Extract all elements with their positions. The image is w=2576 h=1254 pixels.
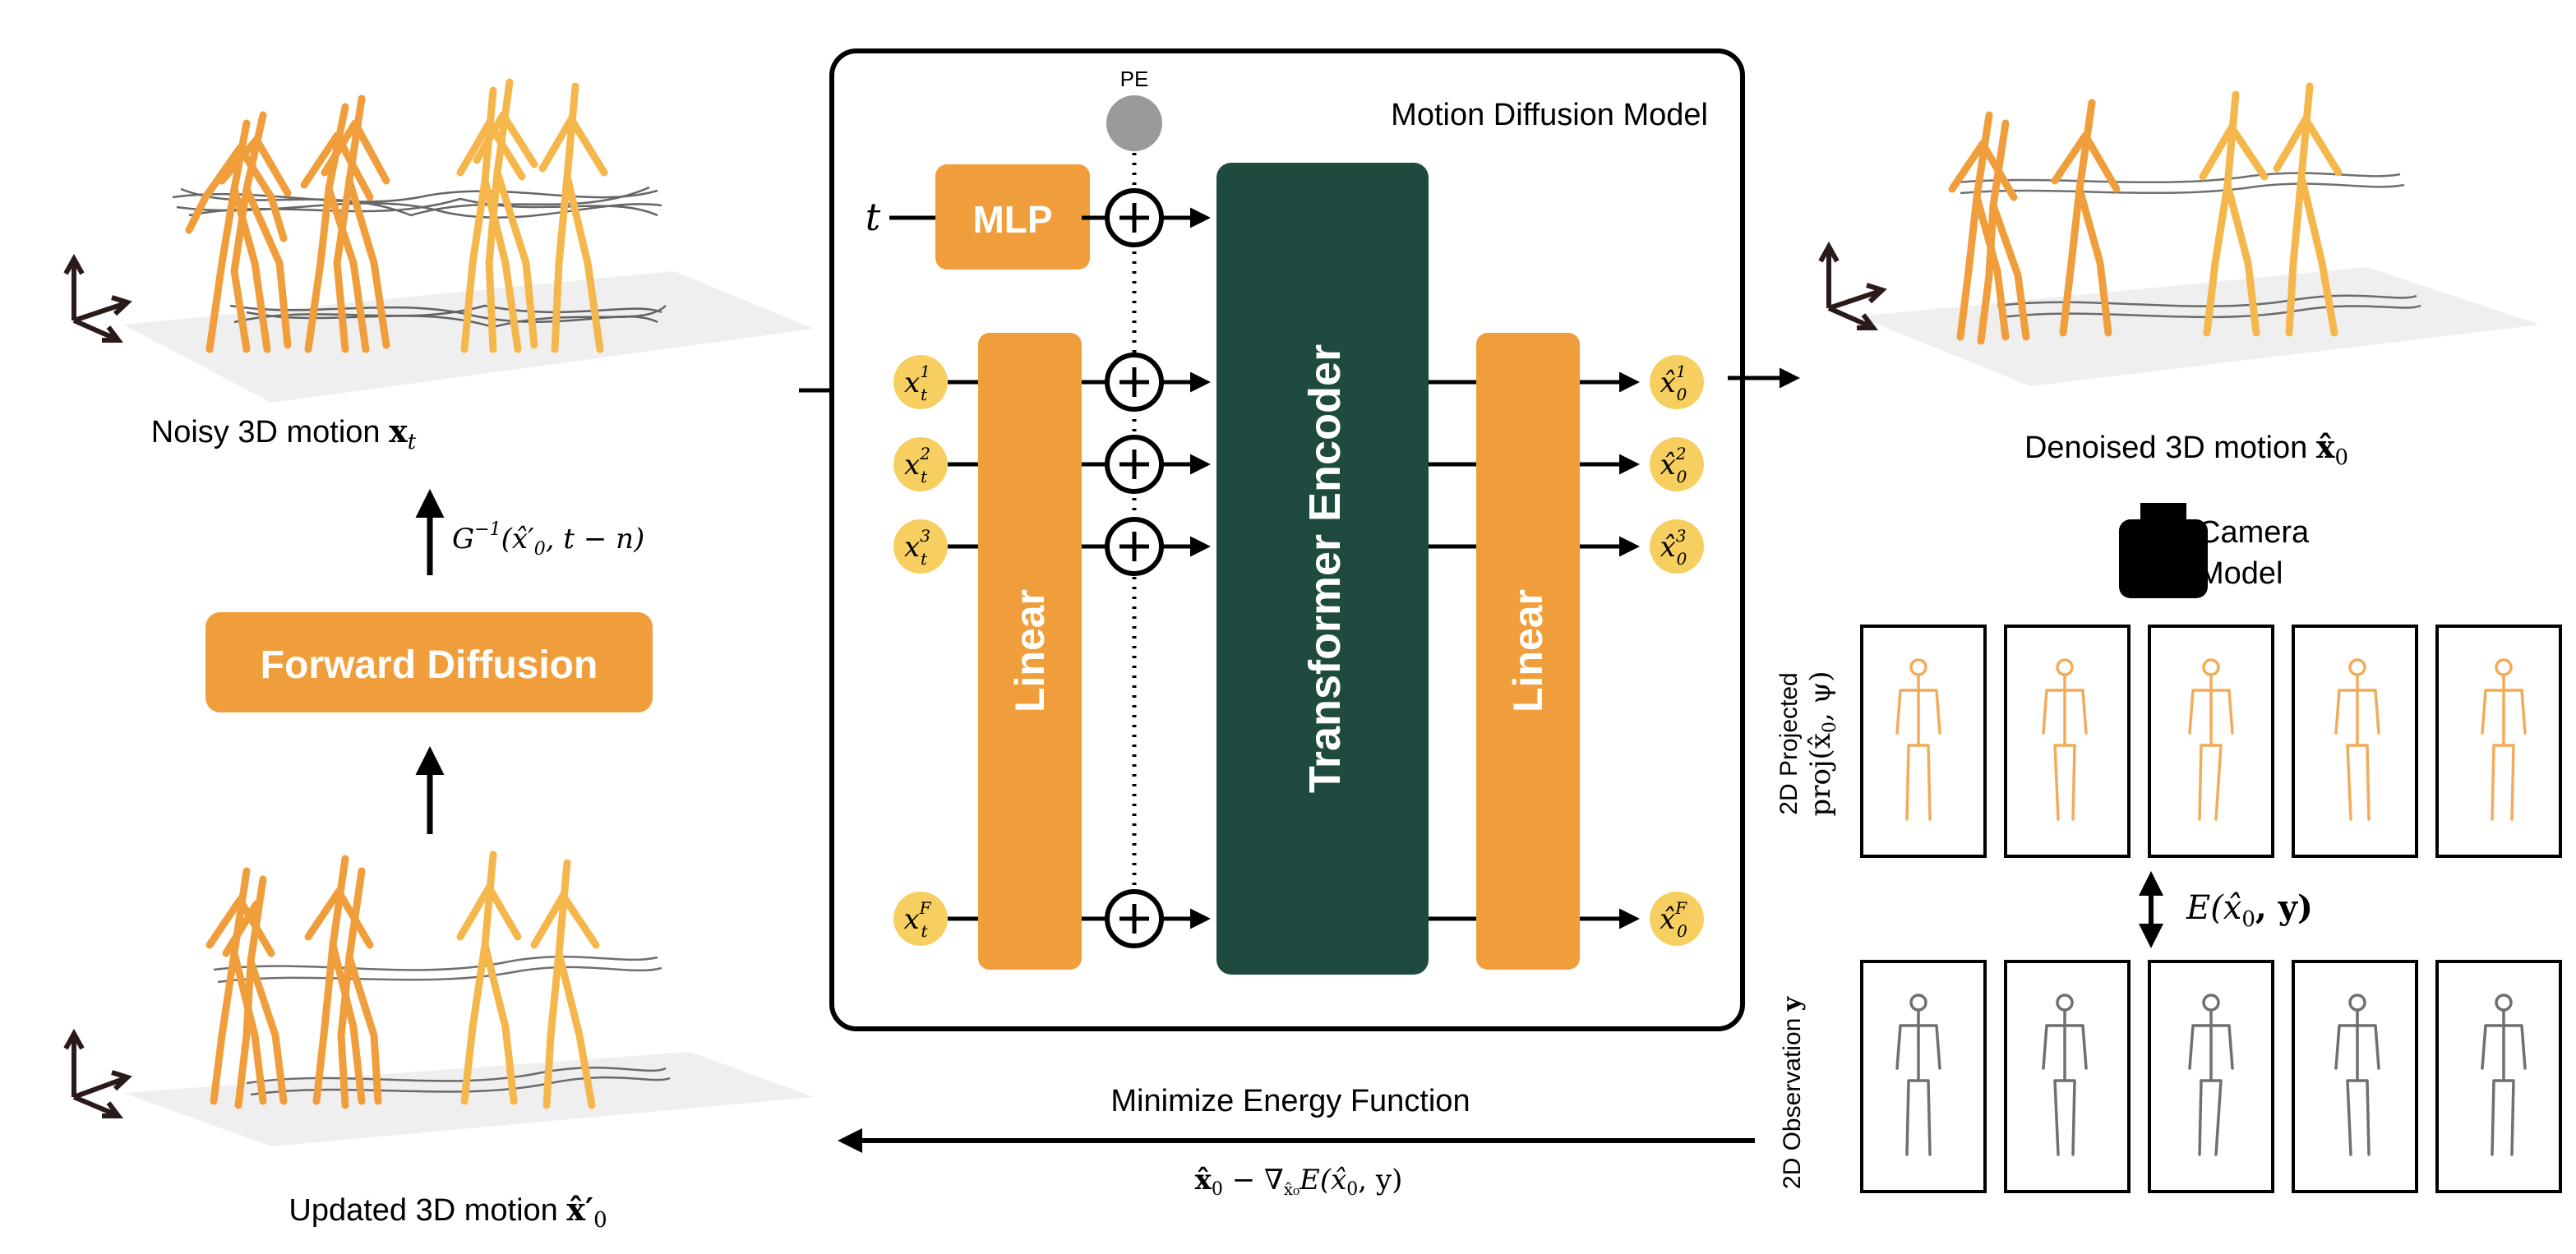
- forward-diffusion-block: Forward Diffusion: [205, 612, 653, 712]
- skeleton-icon: [2481, 994, 2527, 1156]
- svg-text:x1t: x1t: [904, 362, 930, 404]
- pe-label: PE: [1120, 67, 1149, 91]
- svg-text:x2t: x2t: [904, 444, 930, 486]
- skeleton-frame: [2004, 960, 2131, 1193]
- linear-input-label: Linear: [1007, 589, 1053, 712]
- skeleton-frame: [2435, 625, 2562, 858]
- camera-label-line2: Model: [2198, 556, 2283, 591]
- plus-node-icon: [1082, 517, 1211, 576]
- skeleton-icon: [2188, 994, 2234, 1156]
- updated-caption: Updated 3D motion x̂′0: [289, 1191, 607, 1233]
- skeleton-icon: [2042, 994, 2088, 1156]
- observation-label: 2D Observation y: [1778, 995, 1807, 1189]
- observation-side-label: 2D Observation y: [1778, 995, 1807, 1189]
- axes-icon: [63, 1028, 132, 1118]
- update-formula: x̂0 − ∇x̂₀E(x̂0, y): [1195, 1164, 1403, 1200]
- denoised-caption: Denoised 3D motion x̂0: [2024, 428, 2348, 470]
- svg-text:x3t: x3t: [904, 526, 930, 569]
- camera-label-line1: Camera: [2198, 515, 2310, 550]
- skeleton-icon: [2334, 658, 2380, 821]
- transformer-encoder-block: Transformer Encoder: [1216, 163, 1429, 975]
- transformer-encoder-label: Transformer Encoder: [1300, 344, 1350, 793]
- observation-frames: [1860, 960, 2562, 1193]
- plus-node-icon: [1082, 188, 1211, 247]
- axes-icon: [63, 253, 132, 343]
- noisy-caption: Noisy 3D motion xt: [151, 413, 417, 454]
- time-input-label: t: [866, 195, 881, 239]
- svg-text:x̂30: x̂30: [1660, 526, 1687, 569]
- skeleton-icon: [2042, 658, 2088, 821]
- svg-text:x̂20: x̂20: [1660, 444, 1687, 486]
- projected-frames: [1860, 625, 2562, 858]
- axes-icon: [1818, 241, 1887, 330]
- plus-node-icon: [1082, 353, 1211, 412]
- inverse-diffusion-formula: G−1(x̂′0, t − n): [452, 519, 644, 560]
- skeleton-frame: [2292, 625, 2418, 858]
- pe-icon: [1106, 95, 1162, 151]
- linear-output-label: Linear: [1505, 589, 1551, 712]
- denoised-motion-figure: [1818, 82, 2540, 386]
- model-title: Motion Diffusion Model: [1391, 98, 1708, 132]
- skeleton-frame: [1860, 960, 1987, 1193]
- forward-diffusion-label: Forward Diffusion: [261, 643, 598, 687]
- skeleton-icon: [1895, 994, 1941, 1156]
- skeleton-icon: [2334, 994, 2380, 1156]
- energy-formula: E(x̂0, y): [2186, 888, 2313, 932]
- mlp-block: MLP: [935, 164, 1090, 270]
- updated-motion-figure: [63, 851, 814, 1146]
- plus-node-icon: [1082, 889, 1211, 948]
- linear-input-block: Linear: [978, 333, 1082, 970]
- skeleton-icon: [2188, 658, 2234, 821]
- noisy-motion-figure: [63, 78, 814, 403]
- projected-side-label: 2D Projected proj(x̂0, ψ): [1775, 671, 1840, 816]
- projected-label: 2D Projected: [1775, 672, 1803, 814]
- skeleton-icon: [1895, 658, 1941, 821]
- svg-text:xFt: xFt: [903, 898, 931, 941]
- minimize-label: Minimize Energy Function: [1110, 1084, 1470, 1118]
- plus-column: [1082, 188, 1211, 948]
- camera-icon: [2119, 503, 2208, 598]
- linear-output-block: Linear: [1476, 333, 1580, 970]
- skeleton-frame: [2435, 960, 2562, 1193]
- skeleton-icon: [2481, 658, 2527, 821]
- skeleton-frame: [2292, 960, 2418, 1193]
- plus-node-icon: [1082, 435, 1211, 494]
- svg-text:x̂10: x̂10: [1660, 362, 1687, 404]
- skeleton-frame: [1860, 625, 1987, 858]
- projected-formula: proj(x̂0, ψ): [1804, 671, 1840, 816]
- skeleton-frame: [2148, 625, 2274, 858]
- skeleton-frame: [2148, 960, 2274, 1193]
- skeleton-frame: [2004, 625, 2131, 858]
- mlp-label: MLP: [972, 198, 1052, 241]
- svg-text:x̂F0: x̂F0: [1660, 898, 1687, 941]
